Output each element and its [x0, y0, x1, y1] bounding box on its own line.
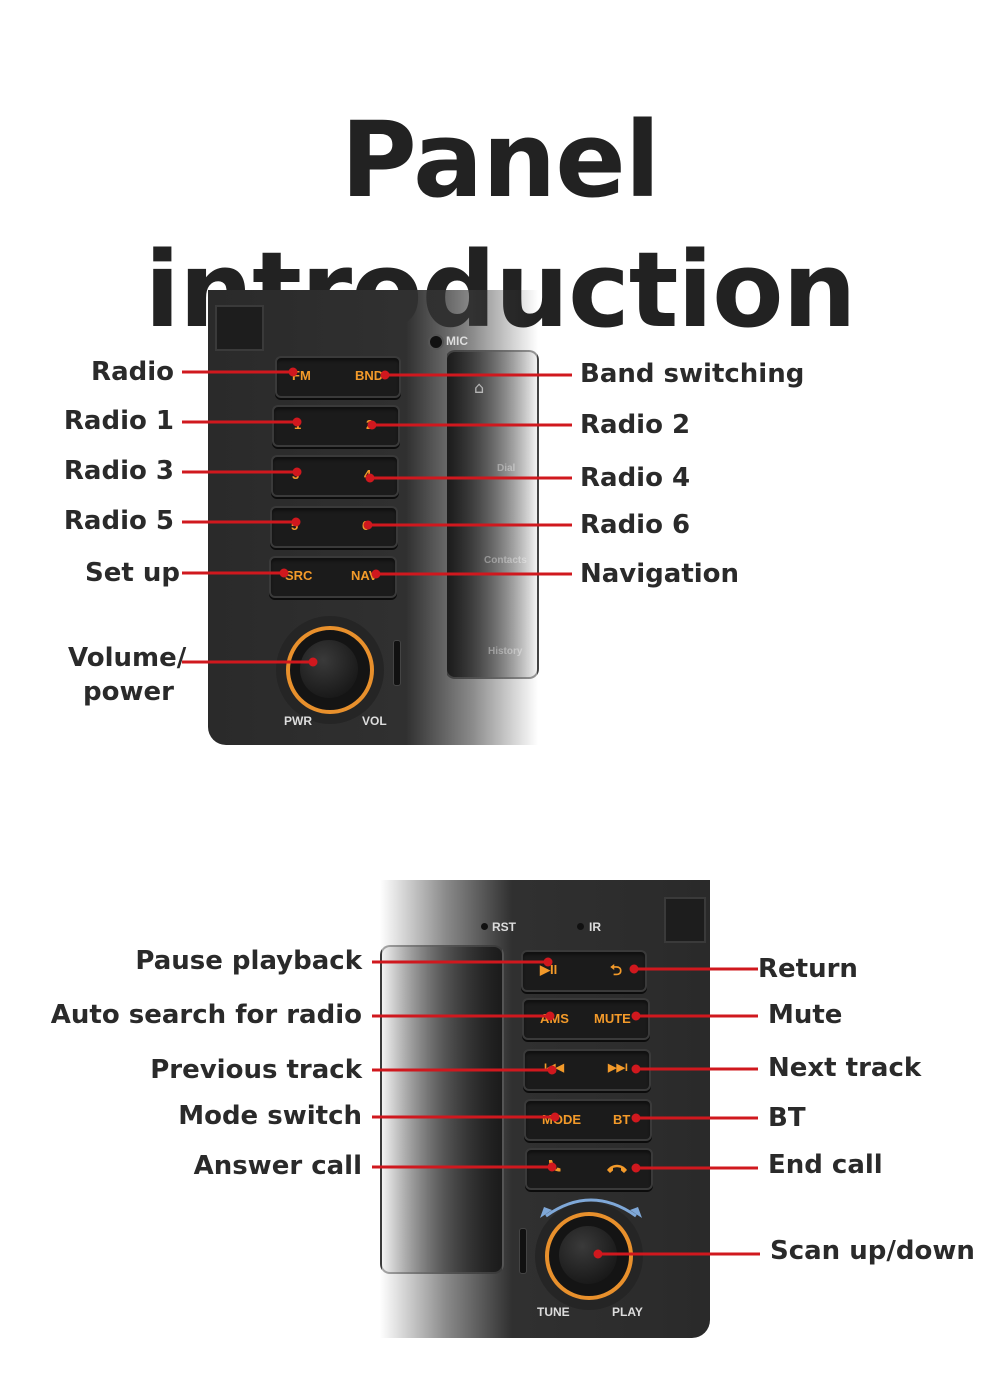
- label-previous-track: Previous track: [150, 1055, 362, 1085]
- bnd-button-label: BND: [355, 368, 384, 383]
- screen-item-dial: Dial: [497, 463, 516, 474]
- label-radio-4: Radio 4: [580, 463, 691, 493]
- label-next-track: Next track: [768, 1053, 922, 1083]
- mode-bt-button[interactable]: [524, 1099, 652, 1141]
- screen-item-contacts: Contacts: [484, 555, 527, 566]
- bottom-panel-screen: [380, 945, 504, 1274]
- bottom-knob-slot: [519, 1228, 527, 1274]
- tune-label: TUNE: [537, 1305, 570, 1319]
- play-label: PLAY: [612, 1305, 643, 1319]
- label-mode-switch: Mode switch: [178, 1101, 362, 1131]
- ir-indicator-icon: [577, 923, 584, 930]
- label-radio-5: Radio 5: [63, 506, 174, 536]
- label-set-up: Set up: [85, 558, 180, 588]
- top-panel-screen: [445, 350, 539, 679]
- label-navigation: Navigation: [580, 559, 740, 589]
- label-volume: Volume/: [68, 643, 187, 673]
- label-power: power: [83, 677, 174, 707]
- pwr-label: PWR: [284, 714, 312, 728]
- label-scan-up-down: Scan up/down: [770, 1236, 975, 1266]
- label-return: Return: [758, 954, 858, 984]
- label-radio-2: Radio 2: [580, 410, 691, 440]
- volume-power-knob-cap: [300, 640, 358, 698]
- top-panel-side-tab: [215, 305, 264, 351]
- nav-button-label: NAV: [351, 568, 378, 583]
- scan-arrow-icon: [536, 1190, 646, 1220]
- fm-bnd-button[interactable]: [275, 356, 401, 398]
- radio-3-4-button[interactable]: [271, 455, 399, 497]
- bt-button-label: BT: [613, 1112, 631, 1127]
- label-bt: BT: [768, 1103, 806, 1133]
- home-icon: ⌂: [474, 378, 485, 397]
- ir-label: IR: [589, 920, 601, 934]
- rst-label: RST: [492, 920, 516, 934]
- src-button-label: SRC: [285, 568, 313, 583]
- screen-item-history: History: [488, 646, 523, 657]
- ams-mute-button[interactable]: [522, 998, 650, 1040]
- play-pause-icon: ▶II: [540, 962, 558, 977]
- label-radio-6: Radio 6: [580, 510, 691, 540]
- top-knob-slot: [393, 640, 401, 686]
- label-pause-playback: Pause playback: [135, 946, 362, 976]
- label-answer-call: Answer call: [193, 1151, 362, 1181]
- return-icon: ⮌: [610, 962, 623, 979]
- play-return-button[interactable]: [521, 950, 647, 992]
- label-radio-1: Radio 1: [63, 406, 174, 436]
- bottom-panel-side-tab: [664, 897, 706, 943]
- mute-button-label: MUTE: [594, 1011, 631, 1026]
- next-track-icon: ▶▶I: [608, 1062, 628, 1074]
- end-call-icon: [605, 1160, 629, 1174]
- radio-5-6-button[interactable]: [270, 506, 398, 548]
- label-mute: Mute: [768, 1000, 843, 1030]
- label-radio: Radio: [91, 357, 174, 387]
- vol-label: VOL: [362, 714, 387, 728]
- label-auto-search: Auto search for radio: [50, 1000, 362, 1030]
- rst-indicator-icon: [481, 923, 488, 930]
- mic-icon: [428, 334, 444, 350]
- label-end-call: End call: [768, 1150, 883, 1180]
- label-band-switching: Band switching: [580, 359, 805, 389]
- label-radio-3: Radio 3: [63, 456, 174, 486]
- mic-label: MIC: [446, 334, 468, 348]
